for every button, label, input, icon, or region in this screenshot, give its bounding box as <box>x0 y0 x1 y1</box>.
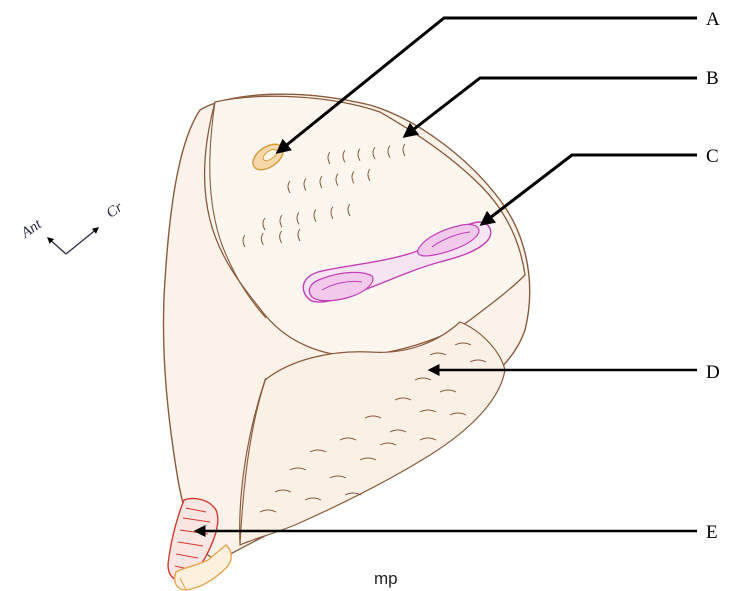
anterior-arrow <box>48 238 66 254</box>
cranial-label: Cr <box>104 199 126 221</box>
signature: mp <box>374 569 398 588</box>
label-e: E <box>706 522 718 543</box>
leader-b <box>405 78 697 136</box>
label-b: B <box>706 68 719 89</box>
label-d: D <box>706 362 720 383</box>
orientation-indicator <box>48 228 98 254</box>
label-c: C <box>706 146 719 167</box>
label-a: A <box>706 9 720 30</box>
leader-c <box>482 155 697 224</box>
anterior-label: Ant <box>18 216 46 242</box>
cranial-arrow <box>66 228 98 254</box>
